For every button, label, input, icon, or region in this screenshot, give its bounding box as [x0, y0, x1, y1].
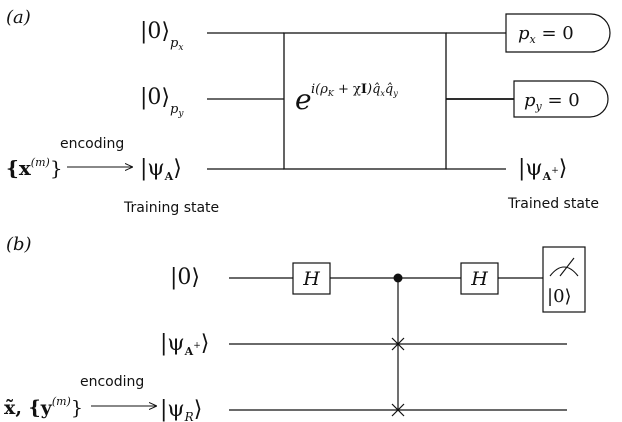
training-state-label: Training state	[123, 200, 219, 216]
hadamard-label-1: H	[302, 268, 320, 290]
gate-formula: e	[295, 83, 312, 116]
swap-cross-bottom	[391, 403, 405, 417]
meter-result: |0⟩	[547, 286, 572, 307]
trained-output-ket: |ψA+⟩	[518, 156, 567, 183]
test-data-set: x̃, {y(m)}	[4, 395, 83, 419]
psi-a-ket-b: |ψA+⟩	[160, 331, 209, 358]
py-input-ket: |0⟩py	[140, 85, 184, 119]
meter-needle	[559, 257, 575, 277]
encoding-label-a: encoding	[60, 136, 124, 152]
py-measurement-box	[513, 80, 609, 118]
trained-state-label: Trained state	[507, 196, 599, 212]
px-input-ket: |0⟩px	[140, 19, 183, 53]
psi-r-ket: |ψR⟩	[160, 397, 202, 422]
control-dot	[393, 273, 403, 283]
gate-exponent: i(ρK + χI)q̂xq̂y	[311, 82, 398, 98]
hadamard-label-2: H	[470, 268, 488, 290]
meter-box	[542, 246, 586, 313]
hadamard-gate-2	[460, 262, 499, 295]
swap-cross-top	[391, 337, 405, 351]
px-measurement-label: px = 0	[518, 23, 574, 46]
panel-a-label: (a)	[6, 7, 31, 28]
panel-b-label: (b)	[6, 234, 32, 255]
entangling-gate-box	[283, 32, 447, 170]
hadamard-gate-1	[292, 262, 331, 295]
ancilla-ket: |0⟩	[170, 265, 200, 290]
training-data-set: {x(m)}	[6, 156, 63, 180]
encoding-label-b: encoding	[80, 374, 144, 390]
py-measurement-label: py = 0	[524, 90, 580, 113]
px-measurement-box	[505, 13, 611, 53]
meter-icon	[549, 266, 579, 277]
psi-a-input-ket: |ψA⟩	[140, 156, 182, 183]
